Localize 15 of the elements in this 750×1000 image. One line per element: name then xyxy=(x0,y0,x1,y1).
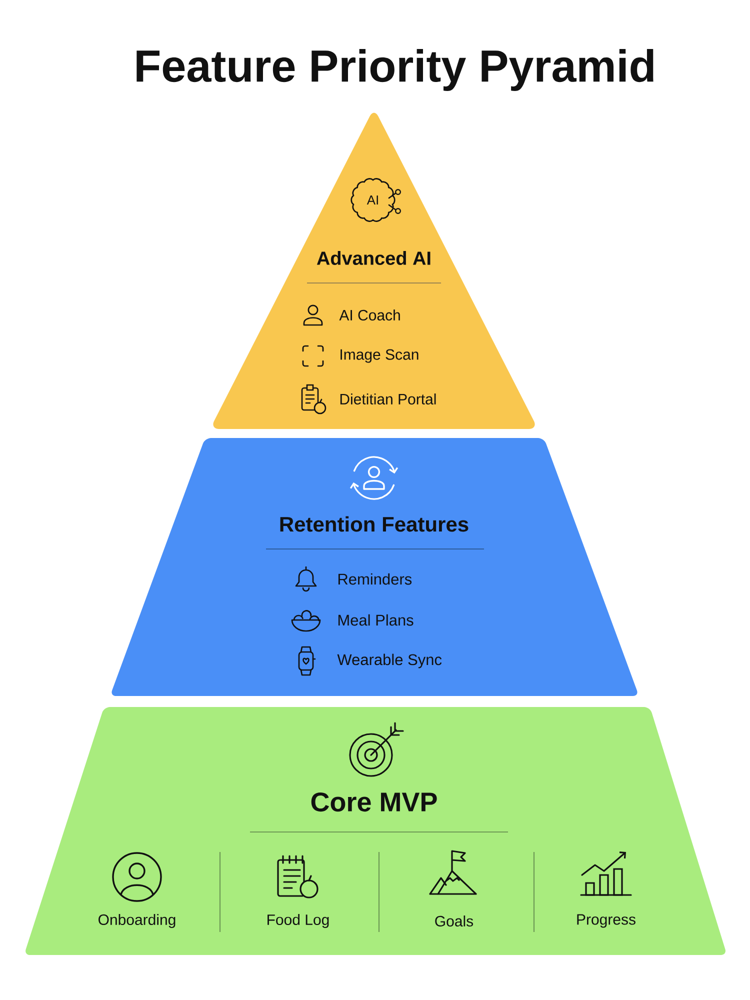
feature-label: Food Log xyxy=(268,914,329,928)
feature-label: Goals xyxy=(435,916,474,926)
feature-label: Dietitian Portal xyxy=(340,394,436,404)
feature-label: AI Coach xyxy=(339,310,400,320)
tier-heading: Advanced AI xyxy=(316,251,430,265)
feature-label: Progress xyxy=(577,914,636,928)
tier-heading: Core MVP xyxy=(311,792,437,812)
icon-text: AI xyxy=(366,196,378,204)
feature-label: Wearable Sync xyxy=(337,654,442,668)
title: Feature Priority Pyramid xyxy=(136,49,654,91)
feature-label: Onboarding xyxy=(98,914,176,928)
feature-label: Image Scan xyxy=(340,349,418,363)
tier-heading: Retention Features xyxy=(280,516,468,532)
feature-label: Reminders xyxy=(338,573,412,585)
feature-label: Meal Plans xyxy=(338,614,414,626)
